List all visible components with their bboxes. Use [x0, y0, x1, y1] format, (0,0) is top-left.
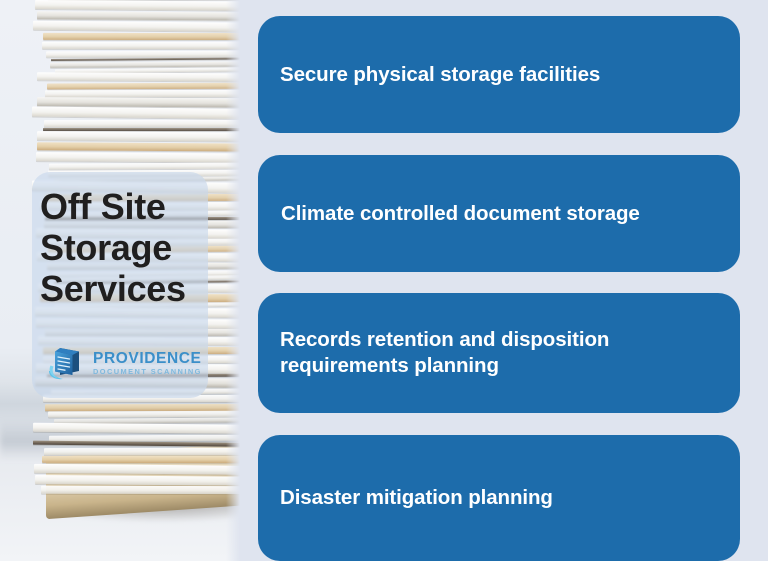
- paper-sheet: [41, 41, 240, 50]
- paper-sheet: [42, 33, 240, 41]
- brand-wordmark: PROVIDENCE DOCUMENT SCANNING: [93, 351, 202, 376]
- title-overlay-panel: [32, 172, 208, 398]
- paper-sheet: [31, 106, 240, 120]
- page-title-line-1: Off Site: [40, 186, 166, 227]
- service-card-3-label: Records retention and disposition requir…: [280, 328, 610, 377]
- photo-edge-fade: [226, 0, 240, 561]
- page-title-line-2: Storage: [40, 227, 172, 268]
- brand-tagline: DOCUMENT SCANNING: [93, 367, 202, 377]
- paper-sheet: [43, 447, 240, 455]
- document-scanner-icon: [46, 344, 86, 382]
- paper-sheet: [36, 151, 240, 163]
- paper-sheet: [40, 485, 240, 494]
- paper-sheet: [42, 455, 240, 464]
- brand-logo: PROVIDENCE DOCUMENT SCANNING: [46, 344, 202, 382]
- paper-sheet: [47, 82, 240, 90]
- paper-sheet: [35, 474, 240, 486]
- paper-sheet: [36, 97, 240, 108]
- paper-sheet: [36, 141, 240, 152]
- paper-sheet: [32, 440, 240, 447]
- paper-sheet: [44, 89, 240, 97]
- paper-sheet: [32, 422, 240, 435]
- service-card-3[interactable]: Records retention and disposition requir…: [258, 293, 740, 413]
- paper-sheet: [34, 0, 240, 12]
- paper-sheet: [32, 20, 240, 33]
- paper-sheet: [48, 162, 240, 170]
- service-card-4-label: Disaster mitigation planning: [280, 486, 553, 509]
- service-card-1-label: Secure physical storage facilities: [280, 62, 601, 86]
- service-card-2-label: Climate controlled document storage: [281, 201, 640, 225]
- paper-sheet: [33, 463, 240, 475]
- service-card-2[interactable]: Climate controlled document storage: [258, 155, 740, 272]
- paper-stack-illustration: [31, 0, 240, 539]
- service-card-1[interactable]: Secure physical storage facilities: [258, 16, 740, 133]
- paper-sheet: [46, 50, 240, 58]
- services-list: Secure physical storage facilities Clima…: [258, 16, 740, 561]
- paper-sheet: [44, 119, 240, 127]
- paper-sheet: [36, 131, 240, 142]
- service-card-4[interactable]: Disaster mitigation planning: [258, 435, 740, 561]
- brand-name: PROVIDENCE: [93, 349, 202, 367]
- paper-sheet: [45, 403, 240, 411]
- paper-sheet: [36, 71, 240, 82]
- paper-sheet: [37, 11, 240, 21]
- page-title: Off Site Storage Services: [40, 186, 220, 309]
- page-title-line-3: Services: [40, 268, 186, 309]
